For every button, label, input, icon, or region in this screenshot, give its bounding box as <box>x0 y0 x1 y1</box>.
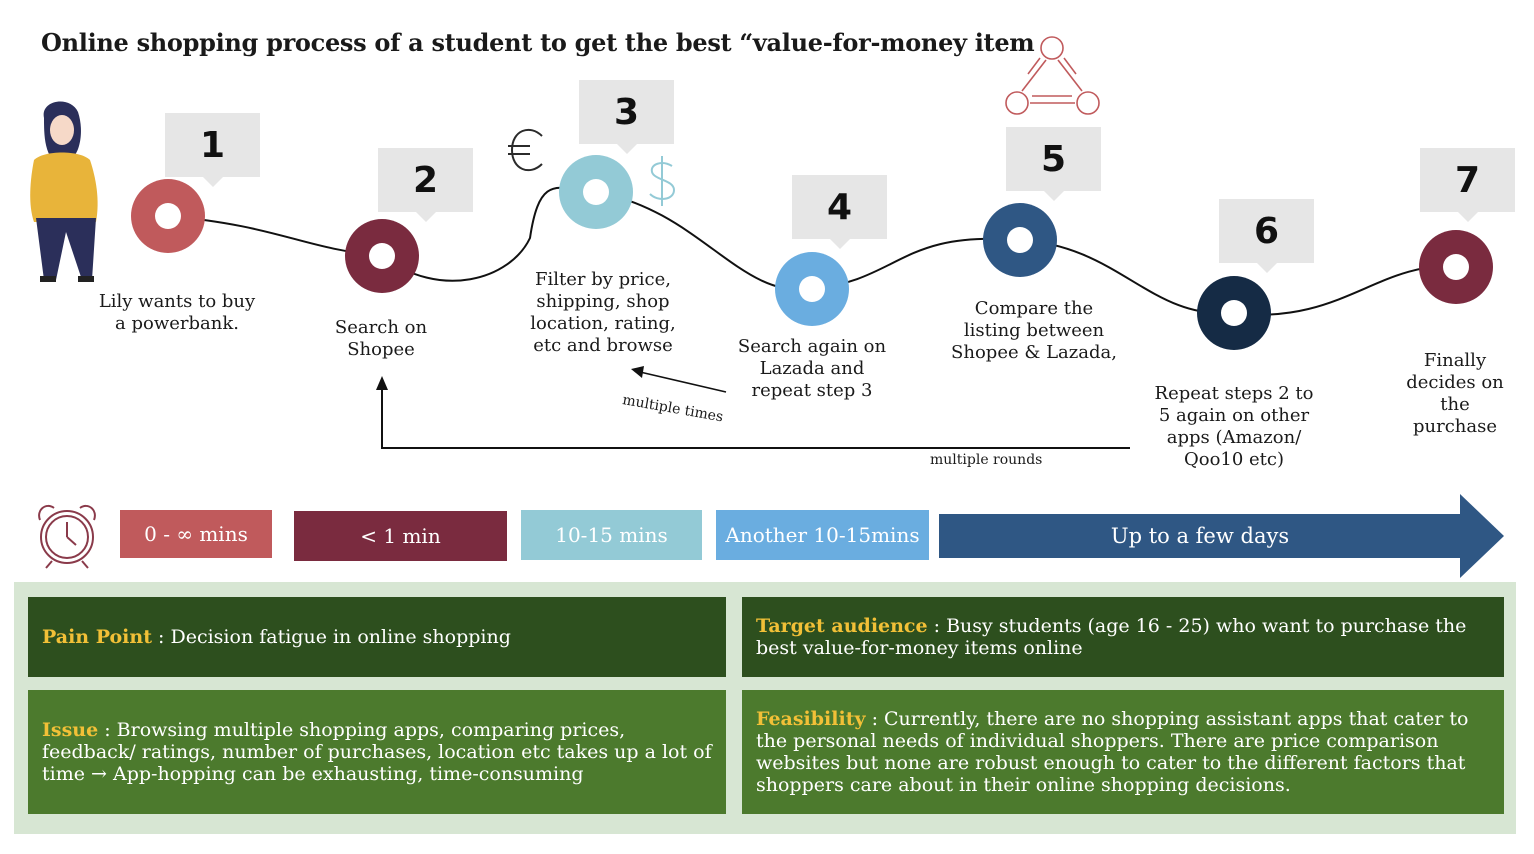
step-circle-2 <box>345 219 419 293</box>
step-text-7: Finally decides on the purchase <box>1406 350 1504 437</box>
step-number-4: 4 <box>792 175 887 249</box>
target-audience-label: Target audience <box>756 615 928 637</box>
compare-cycle-icon <box>1005 36 1100 115</box>
alarm-clock-icon <box>38 504 96 569</box>
feasibility-card: Feasibility : Currently, there are no sh… <box>742 690 1504 814</box>
timeline-arrow-head <box>1460 494 1504 578</box>
step-circle-7 <box>1419 230 1493 304</box>
page-title: Online shopping process of a student to … <box>41 28 1035 57</box>
pain-point-label: Pain Point <box>42 626 152 648</box>
target-audience-text: : Busy students (age 16 - 25) who want t… <box>756 615 1467 659</box>
step-text-5: Compare the listing between Shopee & Laz… <box>951 298 1117 363</box>
issue-label: Issue <box>42 719 99 741</box>
issue-card: Issue : Browsing multiple shopping apps,… <box>28 690 726 814</box>
pain-point-text: : Decision fatigue in online shopping <box>152 626 511 648</box>
timeline-step-1: 0 - ∞ mins <box>120 510 272 558</box>
step-circle-5 <box>983 203 1057 277</box>
step-circle-4 <box>775 252 849 326</box>
timeline-step-5: Up to a few days <box>939 514 1461 558</box>
target-audience-card: Target audience : Busy students (age 16 … <box>742 597 1504 677</box>
return-arrow-head <box>376 376 388 390</box>
return-arrow <box>381 385 1130 449</box>
step-number-7: 7 <box>1420 148 1515 222</box>
euro-icon <box>508 128 543 172</box>
step-number-5: 5 <box>1006 127 1101 201</box>
step-circle-1 <box>131 179 205 253</box>
feasibility-text: : Currently, there are no shopping assis… <box>756 708 1469 796</box>
step-circle-3 <box>559 155 633 229</box>
step-number-6: 6 <box>1219 199 1314 273</box>
step-text-2: Search on Shopee <box>334 317 428 360</box>
step-text-4: Search again on Lazada and repeat step 3 <box>737 336 887 401</box>
pain-point-card: Pain Point : Decision fatigue in online … <box>28 597 726 677</box>
timeline-step-3: 10-15 mins <box>521 510 702 560</box>
repeat-arrow <box>639 371 727 393</box>
timeline-step-2: < 1 min <box>294 511 507 561</box>
step-text-1: Lily wants to buy a powerbank. <box>98 291 256 334</box>
repeat-arrow-head <box>631 366 644 378</box>
step-text-3: Filter by price, shipping, shop location… <box>530 269 676 356</box>
step-circle-6 <box>1197 276 1271 350</box>
student-illustration-icon <box>30 101 98 282</box>
step-text-6: Repeat steps 2 to 5 again on other apps … <box>1154 383 1314 470</box>
multiple-rounds-note: multiple rounds <box>930 452 1043 468</box>
dollar-icon <box>649 156 676 206</box>
step-number-2: 2 <box>378 148 473 222</box>
issue-text: : Browsing multiple shopping apps, compa… <box>42 719 712 785</box>
step-number-1: 1 <box>165 113 260 187</box>
timeline-step-4: Another 10-15mins <box>716 510 929 560</box>
feasibility-label: Feasibility <box>756 708 866 730</box>
step-number-3: 3 <box>579 80 674 154</box>
